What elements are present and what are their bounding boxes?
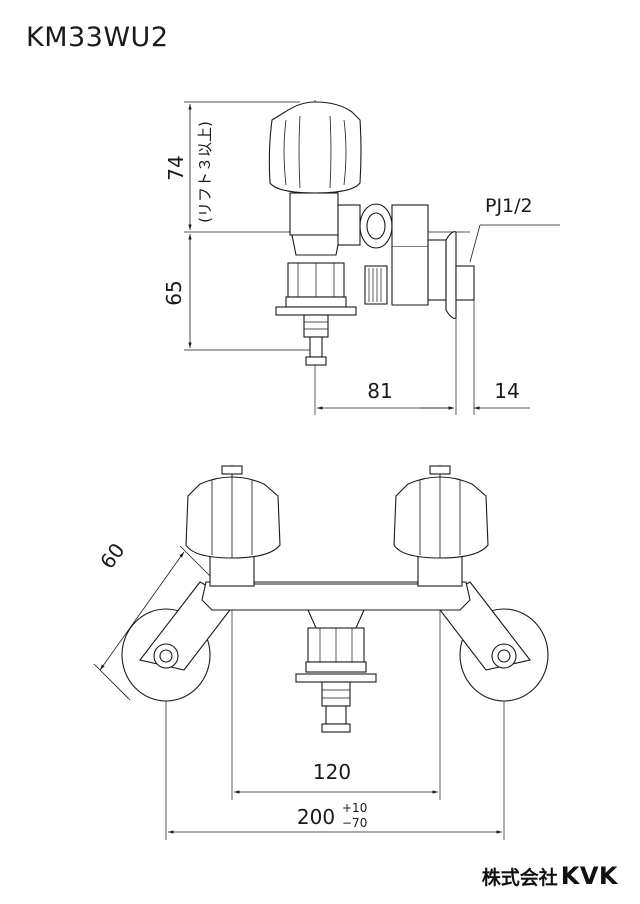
dim-120: 120 xyxy=(313,760,351,784)
brand-logo: 株式会社 KVK xyxy=(482,862,618,890)
model-title: KM33WU2 xyxy=(26,22,169,53)
side-wall-flange xyxy=(445,231,457,319)
dim-lift-note: (リフト３以上) xyxy=(196,121,214,223)
dim-200: 200 xyxy=(297,805,335,829)
tolerance-minus: −70 xyxy=(342,816,367,830)
front-view xyxy=(93,465,549,840)
side-handle xyxy=(268,101,362,194)
dim-81: 81 xyxy=(367,379,392,403)
thread-label: PJ1/2 xyxy=(485,195,533,217)
side-stem xyxy=(289,192,339,236)
side-spout-adapter xyxy=(303,314,329,338)
side-pipe-thread xyxy=(455,265,475,301)
dim-74: 74 xyxy=(164,155,188,180)
dim-14: 14 xyxy=(494,379,519,403)
brand-company-jp: 株式会社 xyxy=(481,867,558,889)
side-knurled-cap xyxy=(364,265,388,305)
front-body xyxy=(201,581,471,611)
tolerance-plus: +10 xyxy=(342,801,367,815)
side-dimension-lines xyxy=(188,104,560,410)
dim-65: 65 xyxy=(162,280,186,305)
front-spout-adapter xyxy=(321,681,351,707)
right-handle xyxy=(393,476,489,559)
side-view xyxy=(184,100,560,415)
brand-name-kvk: KVK xyxy=(560,862,618,890)
front-dimension-lines xyxy=(93,545,502,834)
left-handle xyxy=(185,476,281,559)
dim-60: 60 xyxy=(95,539,129,574)
